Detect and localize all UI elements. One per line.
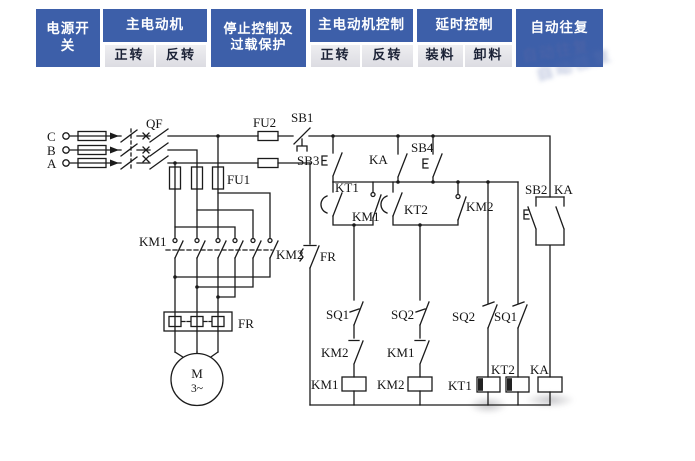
label-sq2-no: SQ2	[391, 307, 414, 322]
label-km1-coil: KM1	[311, 377, 338, 392]
motor	[170, 351, 224, 407]
phase-a-line	[62, 155, 311, 170]
header-cell-stop-protect[interactable]: 停止控制及 过载保护	[211, 9, 306, 67]
label-phase-c: C	[47, 129, 56, 144]
label-ka-right: KA	[554, 182, 573, 197]
kt2-coil-branch	[505, 181, 530, 406]
label-km2-interlock: KM2	[321, 345, 348, 360]
label-km2-coil: KM2	[377, 377, 404, 392]
fuse-fu1	[168, 135, 225, 240]
label-kt2-contact: KT2	[404, 202, 428, 217]
label-kt1-coil: KT1	[448, 378, 472, 393]
label-kt1-contact: KT1	[335, 180, 359, 195]
header-cell-delay-load[interactable]: 装料	[418, 45, 463, 67]
phase-c-line	[62, 128, 551, 198]
label-sq1-no: SQ1	[326, 307, 349, 322]
label-km2-hold: KM2	[466, 199, 493, 214]
header-cell-motor-control-forward[interactable]: 正转	[311, 45, 360, 67]
label-fr-control: FR	[320, 249, 336, 264]
label-km1-hold: KM1	[352, 209, 379, 224]
sb4-button-branch	[422, 135, 443, 183]
km1-coil-branch	[341, 224, 367, 406]
km2-main-contacts	[232, 237, 279, 259]
header-cell-delay-unload[interactable]: 卸料	[465, 45, 512, 67]
fr-thermal-relay	[163, 311, 233, 332]
label-km2-main: KM2	[276, 247, 303, 262]
label-sq2-nc: SQ2	[452, 309, 475, 324]
ka-coil-branch	[523, 196, 565, 406]
header-cell-power-switch[interactable]: 电源开 关	[36, 9, 100, 67]
label-km1-main: KM1	[139, 234, 166, 249]
label-fr-main: FR	[238, 316, 254, 331]
label-motor-m: M	[191, 366, 203, 381]
label-sb4: SB4	[411, 140, 434, 155]
label-qf: QF	[146, 116, 163, 131]
header-cell-auto-reciprocate[interactable]: 自动往复	[516, 9, 603, 67]
label-fu1: FU1	[227, 172, 250, 187]
ka-contact-branch	[397, 135, 408, 183]
fuse-fu2	[257, 130, 279, 169]
sb1-stop-button	[293, 127, 311, 152]
kt2-km2-parallel	[380, 181, 467, 226]
reversing-crossover	[174, 257, 271, 353]
label-ka-contact: KA	[369, 152, 388, 167]
sb3-button-branch	[321, 135, 343, 183]
phase-b-line	[62, 142, 198, 240]
junction-dots	[173, 134, 490, 299]
label-phase-b: B	[47, 143, 56, 158]
label-motor-phases: 3~	[191, 383, 203, 395]
label-ka-coil: KA	[530, 362, 549, 377]
label-sb3: SB3	[297, 153, 319, 168]
label-fu2: FU2	[253, 115, 276, 130]
km1-main-contacts	[172, 237, 227, 259]
header-cell-main-motor-forward[interactable]: 正转	[105, 45, 154, 67]
header-cell-motor-control[interactable]: 主电动机控制	[310, 9, 413, 42]
kt1-coil-branch	[476, 181, 501, 406]
km2-feed-wires	[174, 192, 271, 240]
label-kt2-coil: KT2	[491, 362, 515, 377]
label-km1-interlock: KM1	[387, 345, 414, 360]
header-cell-main-motor-reverse[interactable]: 反转	[156, 45, 206, 67]
control-return-rail	[299, 162, 320, 406]
header-cell-motor-control-reverse[interactable]: 反转	[362, 45, 413, 67]
header-cell-delay-control[interactable]: 延时控制	[417, 9, 512, 42]
header-cell-main-motor[interactable]: 主电动机	[103, 9, 207, 42]
km2-coil-branch	[407, 224, 433, 406]
label-sb2: SB2	[525, 182, 547, 197]
label-sb1: SB1	[291, 110, 313, 125]
label-sq1-nc: SQ1	[494, 309, 517, 324]
label-phase-a: A	[47, 156, 57, 171]
